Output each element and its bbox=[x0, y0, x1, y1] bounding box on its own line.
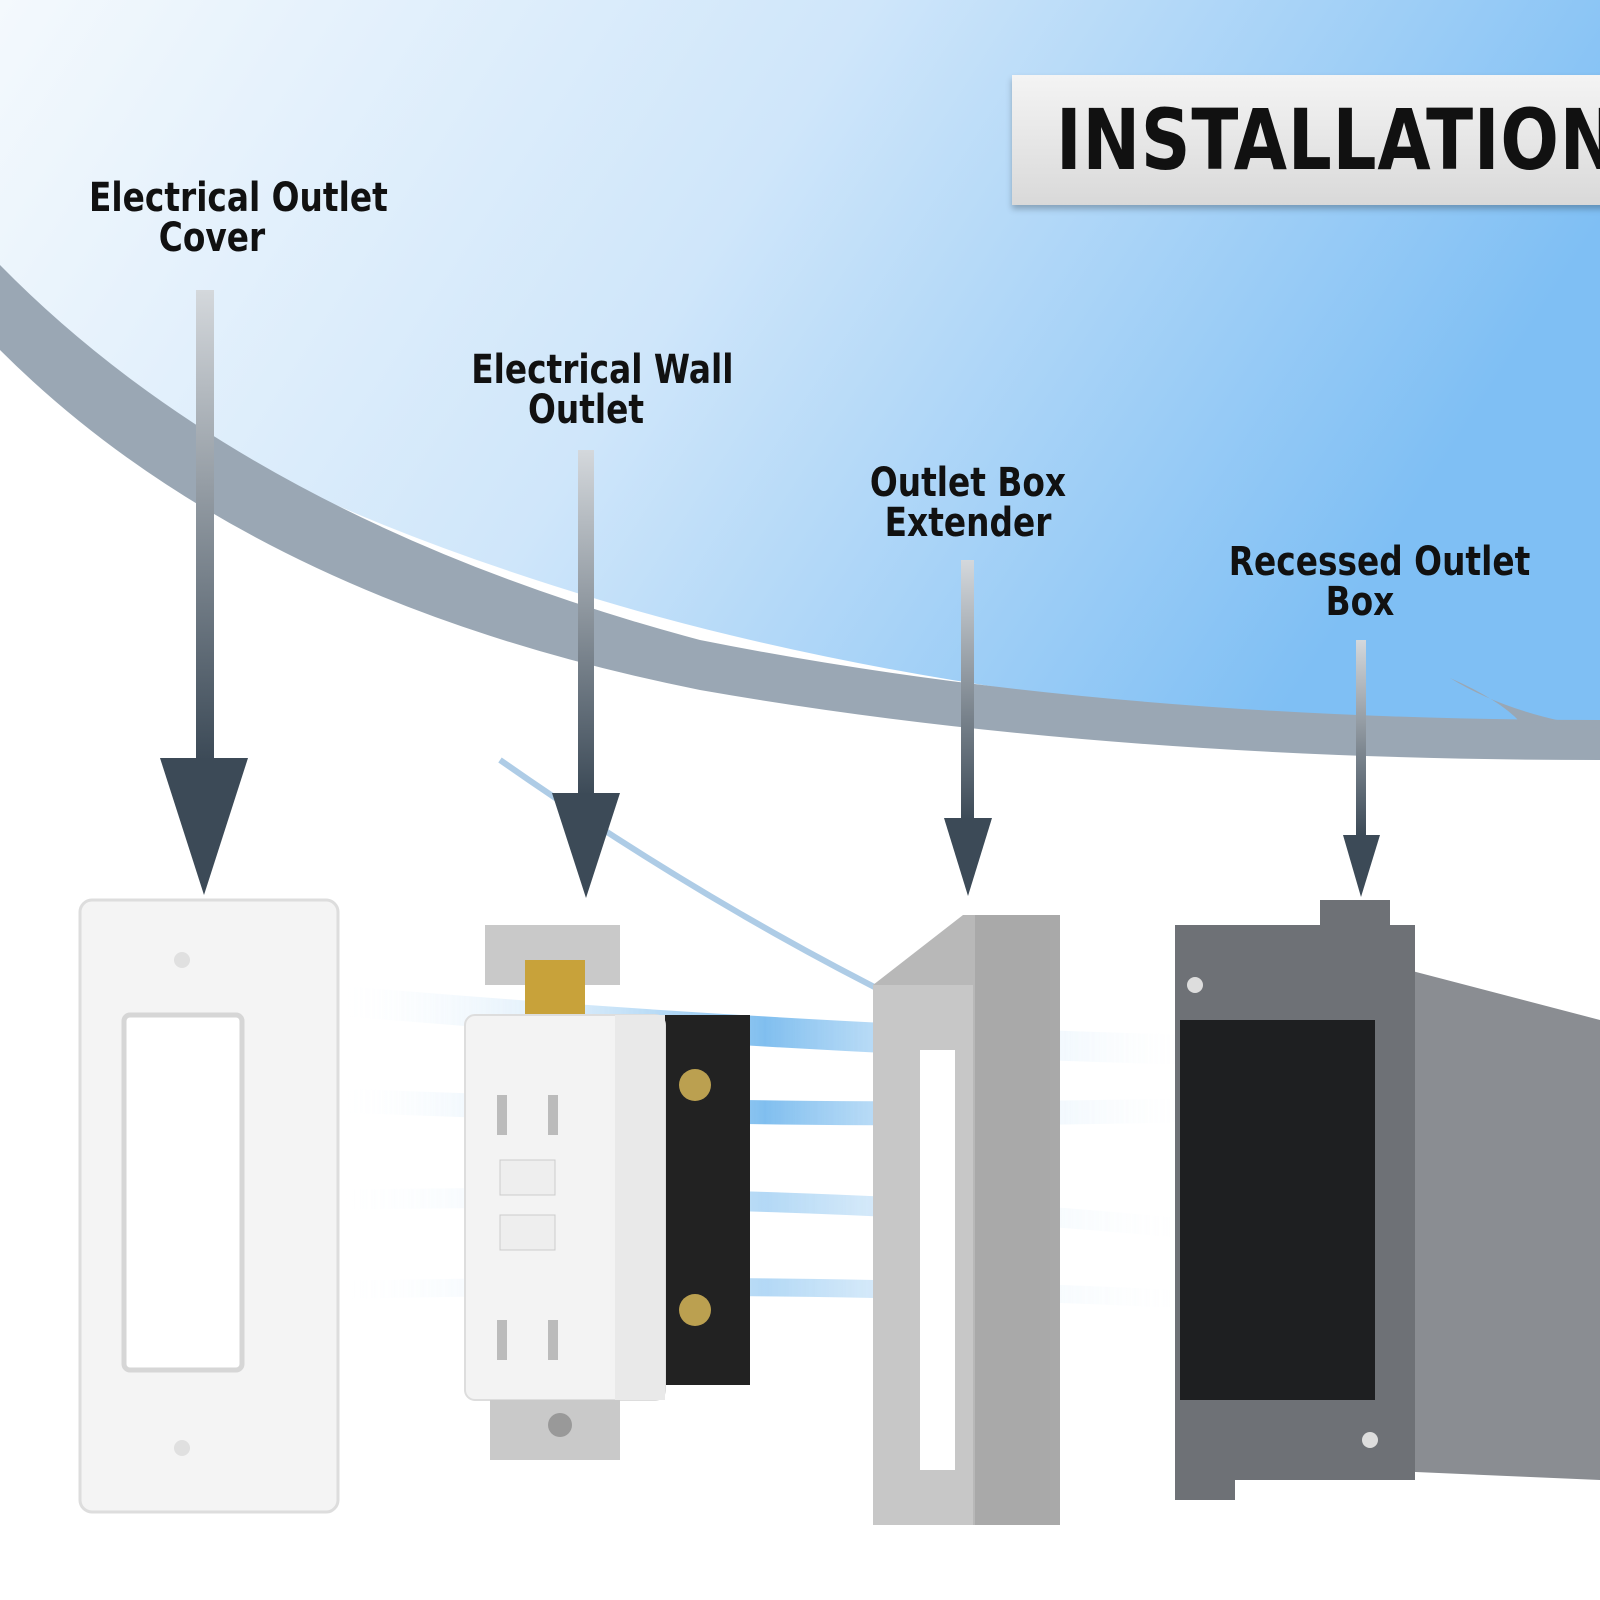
arrow-box bbox=[1343, 640, 1380, 897]
label-box-extender: Outlet Box Extender bbox=[870, 463, 1067, 543]
label-line: Recessed Outlet bbox=[1228, 539, 1531, 585]
arrow-extender bbox=[944, 560, 992, 896]
label-outlet-cover: Electrical Outlet Cover bbox=[89, 175, 388, 261]
label-wall-outlet: Electrical Wall Outlet bbox=[471, 347, 734, 433]
label-line: Extender bbox=[884, 500, 1052, 546]
title-banner: INSTALLATION bbox=[1012, 75, 1600, 205]
electrical-box-image bbox=[1175, 900, 1600, 1500]
page-title: INSTALLATION bbox=[1056, 91, 1600, 189]
swoosh bbox=[0, 265, 1600, 760]
label-line: Electrical Wall bbox=[471, 347, 734, 393]
box-extender-image bbox=[873, 915, 1060, 1525]
gfci-outlet-image bbox=[464, 925, 750, 1460]
label-line: Electrical Outlet bbox=[89, 175, 388, 221]
arrow-cover bbox=[160, 290, 248, 895]
label-line: Box bbox=[1325, 579, 1395, 625]
wall-plate-image bbox=[78, 898, 340, 1514]
label-line: Outlet Box bbox=[869, 460, 1067, 506]
label-line: Outlet bbox=[527, 387, 645, 433]
arrow-outlet bbox=[552, 450, 620, 898]
label-recessed-box: Recessed Outlet Box bbox=[1228, 539, 1531, 625]
label-line: Cover bbox=[158, 215, 266, 261]
